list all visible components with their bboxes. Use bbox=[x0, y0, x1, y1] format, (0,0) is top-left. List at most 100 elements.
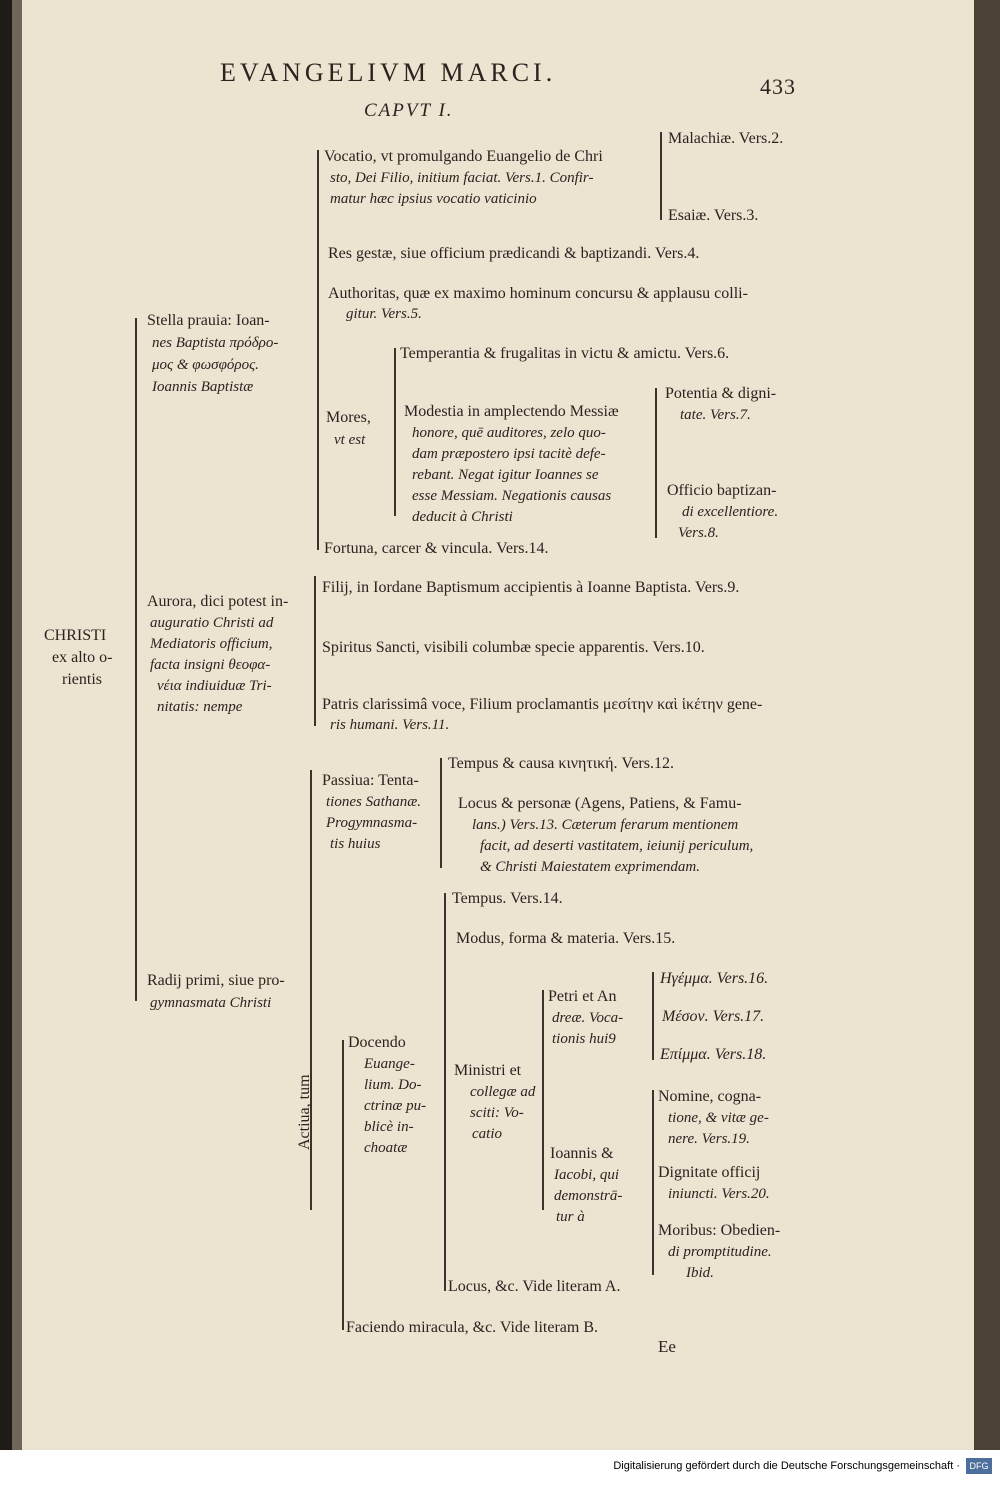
chapter-heading: CAPVT I. bbox=[364, 100, 454, 121]
ioannis-line-4: tur à bbox=[556, 1209, 585, 1225]
docendo-line-6: choatæ bbox=[364, 1140, 408, 1156]
mores-line-2: vt est bbox=[334, 432, 366, 448]
aurora-line-2: auguratio Christi ad bbox=[150, 615, 274, 631]
hgemma: Ηγέμμα. Vers.16. bbox=[660, 970, 769, 987]
authoritas-line-1: Authoritas, quæ ex maximo hominum concur… bbox=[328, 285, 748, 302]
ioannis-line-3: demonstrā- bbox=[554, 1188, 623, 1204]
stella-line-2: nes Baptista πρόδρο- bbox=[152, 335, 279, 351]
stella-line-3: μος & φωσφόρος. bbox=[152, 357, 259, 373]
docendo-line-5: blicè in- bbox=[364, 1119, 414, 1135]
aurora-line-5: νέια indiuiduæ Tri- bbox=[157, 678, 272, 694]
vocatio-line-1: Vocatio, vt promulgando Euangelio de Chr… bbox=[324, 148, 603, 165]
moribus-line-3: Ibid. bbox=[686, 1265, 714, 1281]
petri-line-1: Petri et An bbox=[548, 988, 617, 1005]
aurora-line-1: Aurora, dici potest in- bbox=[147, 593, 289, 610]
petri-brace bbox=[652, 972, 654, 1060]
passiua-brace bbox=[440, 758, 442, 868]
modestia-line-5: esse Messiam. Negationis causas bbox=[412, 488, 612, 504]
petri-line-2: dreæ. Voca- bbox=[552, 1010, 624, 1026]
meson: Μέσον. Vers.17. bbox=[662, 1008, 765, 1025]
activa-label: Actiua, tum bbox=[296, 1074, 313, 1150]
patris-line-2: ris humani. Vers.11. bbox=[330, 717, 450, 733]
docendo-line-3: lium. Do- bbox=[364, 1077, 422, 1093]
locus-line-2: lans.) Vers.13. Cæterum ferarum mentione… bbox=[472, 817, 739, 833]
locus-line-3: facit, ad deserti vastitatem, ieiunij pe… bbox=[480, 838, 754, 854]
petri-line-3: tionis hui9 bbox=[552, 1031, 616, 1047]
fortuna: Fortuna, carcer & vincula. Vers.14. bbox=[324, 540, 549, 557]
patris-line-1: Patris clarissimâ voce, Filium proclaman… bbox=[322, 696, 763, 713]
docendo-line-1: Docendo bbox=[348, 1034, 406, 1051]
activa-brace bbox=[342, 1040, 344, 1330]
stella-brace bbox=[317, 150, 319, 550]
malachiae: Malachiæ. Vers.2. bbox=[668, 130, 784, 147]
book-page: EVANGELIVM MARCI. 433 CAPVT I. CHRISTI e… bbox=[12, 0, 974, 1450]
ministri-line-3: sciti: Vo- bbox=[470, 1105, 524, 1121]
ministri-line-2: collegæ ad bbox=[470, 1084, 536, 1100]
ioannis-line-2: Iacobi, qui bbox=[554, 1167, 619, 1183]
root-line-1: CHRISTI bbox=[44, 627, 107, 644]
vocatio-line-2: sto, Dei Filio, initium faciat. Vers.1. … bbox=[330, 170, 594, 186]
officio-line-1: Officio baptizan- bbox=[667, 482, 777, 499]
page-edge bbox=[12, 0, 22, 1450]
dignitate-line-2: iniuncti. Vers.20. bbox=[668, 1186, 770, 1202]
docendo-brace bbox=[444, 893, 446, 1291]
ministri-line-1: Ministri et bbox=[454, 1062, 522, 1079]
potentia-line-2: tate. Vers.7. bbox=[680, 407, 751, 423]
aurora-line-4: facta insigni θεοφα- bbox=[150, 657, 271, 673]
vocatio-line-3: matur hæc ipsius vocatio vaticinio bbox=[330, 191, 537, 207]
ministri-line-4: catio bbox=[472, 1126, 502, 1142]
page-number: 433 bbox=[760, 74, 796, 99]
passiua-line-1: Passiua: Tenta- bbox=[322, 772, 419, 789]
docendo-line-2: Euange- bbox=[364, 1056, 415, 1072]
mores-brace bbox=[394, 348, 396, 516]
page-running-title: EVANGELIVM MARCI. bbox=[220, 58, 557, 87]
mores-line-1: Mores, bbox=[326, 409, 371, 426]
nomine-line-1: Nomine, cogna- bbox=[658, 1088, 762, 1105]
res-gestae: Res gestæ, siue officium prædicandi & ba… bbox=[328, 245, 700, 262]
footer-bar: Digitalisierung gefördert durch die Deut… bbox=[0, 1450, 1000, 1485]
ioannis-line-1: Ioannis & bbox=[550, 1145, 614, 1162]
passiua-line-3: Progymnasma- bbox=[326, 815, 418, 831]
locus-line-4: & Christi Maiestatem exprimendam. bbox=[480, 859, 700, 875]
dignitate-line-1: Dignitate officij bbox=[658, 1164, 761, 1181]
potentia-line-1: Potentia & digni- bbox=[665, 385, 777, 402]
epimma: Επίμμα. Vers.18. bbox=[660, 1046, 767, 1063]
stella-line-1: Stella prauia: Ioan- bbox=[147, 312, 270, 329]
aurora-brace bbox=[314, 576, 316, 726]
docendo-line-4: ctrinæ pu- bbox=[364, 1098, 427, 1114]
ioannis-brace bbox=[652, 1090, 654, 1275]
passiua-line-2: tiones Sathanæ. bbox=[326, 794, 422, 810]
modus: Modus, forma & materia. Vers.15. bbox=[456, 930, 676, 947]
root-brace bbox=[135, 318, 137, 1001]
root-line-2: ex alto o- bbox=[52, 649, 113, 666]
locus-vide-a: Locus, &c. Vide literam A. bbox=[448, 1278, 621, 1295]
dfg-logo: DFG bbox=[966, 1458, 992, 1474]
vocatio-prophets-brace bbox=[660, 132, 662, 220]
ministri-brace bbox=[542, 990, 544, 1210]
radij-line-1: Radij primi, siue pro- bbox=[147, 972, 285, 989]
faciendo: Faciendo miracula, &c. Vide literam B. bbox=[346, 1319, 598, 1336]
officio-line-2: di excellentiore. bbox=[682, 504, 779, 520]
moribus-line-1: Moribus: Obedien- bbox=[658, 1222, 781, 1239]
nomine-line-3: nere. Vers.19. bbox=[668, 1131, 750, 1147]
footer-credit: Digitalisierung gefördert durch die Deut… bbox=[613, 1460, 960, 1472]
authoritas-line-2: gitur. Vers.5. bbox=[346, 306, 422, 322]
modestia-brace bbox=[655, 388, 657, 538]
officio-line-3: Vers.8. bbox=[678, 525, 719, 541]
tempus-causa: Tempus & causa κινητική. Vers.12. bbox=[448, 755, 674, 772]
temperantia: Temperantia & frugalitas in victu & amic… bbox=[400, 345, 730, 362]
book-spine bbox=[974, 0, 1000, 1450]
aurora-line-6: nitatis: nempe bbox=[157, 699, 243, 715]
modestia-line-1: Modestia in amplectendo Messiæ bbox=[404, 403, 619, 420]
filij: Filij, in Iordane Baptismum accipientis … bbox=[322, 579, 740, 596]
radij-line-2: gymnasmata Christi bbox=[150, 995, 272, 1011]
moribus-line-2: di promptitudine. bbox=[668, 1244, 772, 1260]
spiritus: Spiritus Sancti, visibili columbæ specie… bbox=[322, 639, 705, 656]
modestia-line-4: rebant. Negat igitur Ioannes se bbox=[412, 467, 599, 483]
modestia-line-6: deducit à Christi bbox=[412, 509, 513, 525]
radij-brace bbox=[310, 770, 312, 1210]
aurora-line-3: Mediatoris officium, bbox=[150, 636, 273, 652]
modestia-line-2: honore, quē auditores, zelo quo- bbox=[412, 425, 606, 441]
stella-line-4: Ioannis Baptistæ bbox=[152, 379, 254, 395]
tempus-vers14: Tempus. Vers.14. bbox=[452, 890, 563, 907]
